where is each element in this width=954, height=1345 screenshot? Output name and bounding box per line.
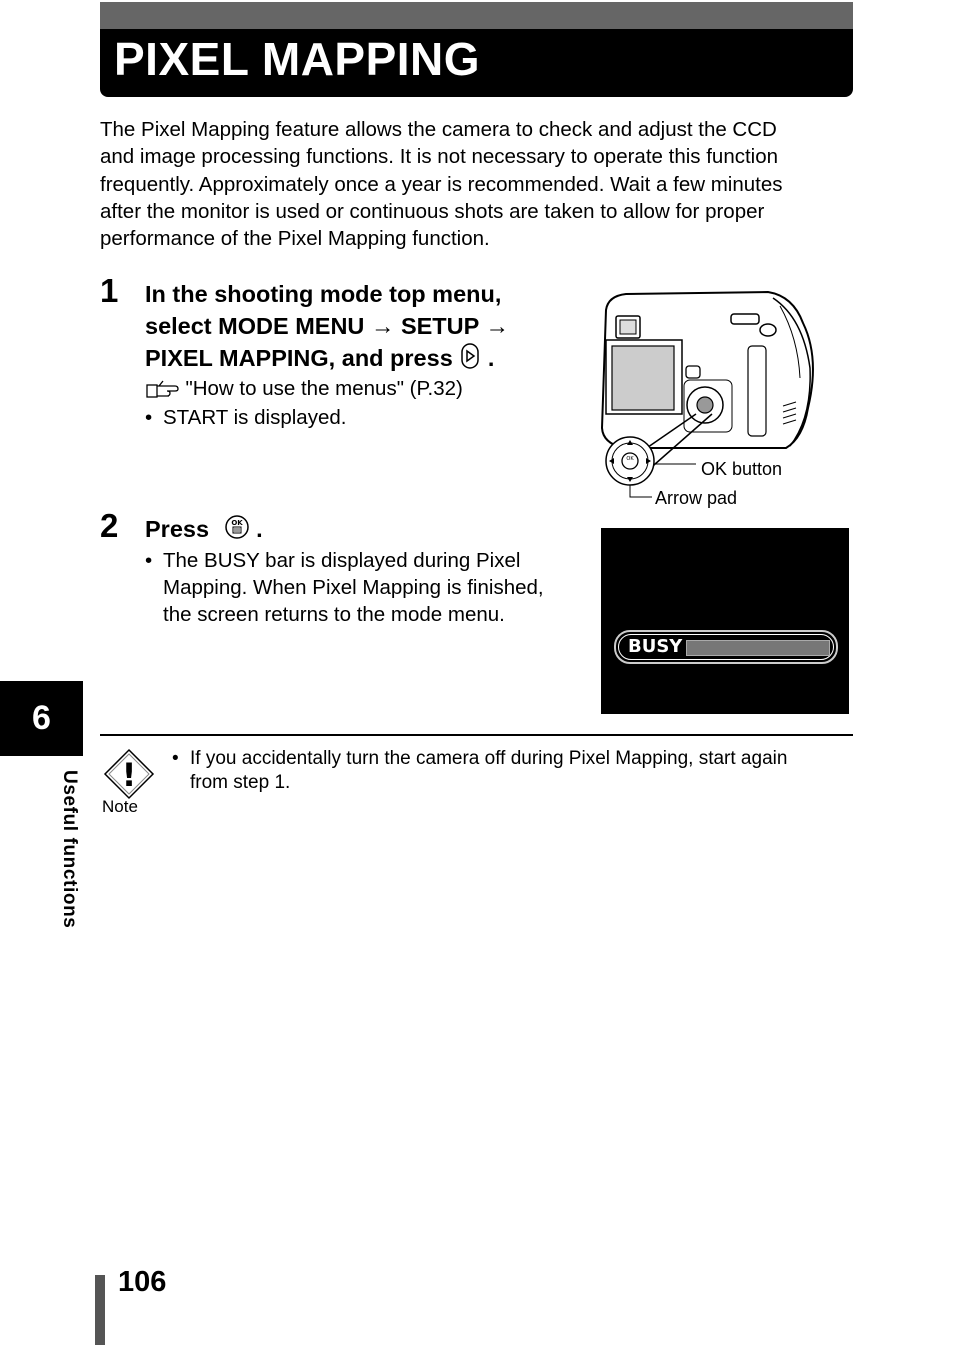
step-1-heading-line: In the shooting mode top menu, xyxy=(145,281,502,307)
note-bullet: • If you accidentally turn the camera of… xyxy=(172,747,862,797)
step-2-bullet-line: the screen returns to the mode menu. xyxy=(163,603,505,626)
page-number-bar xyxy=(95,1275,105,1345)
step-1-heading-end: . xyxy=(487,345,495,372)
step-1-reference: "How to use the menus" (P.32) xyxy=(145,375,463,404)
step-1-heading-line: PIXEL MAPPING, and press . xyxy=(145,342,509,378)
camera-screen: BUSY xyxy=(601,528,849,714)
step-2-number: 2 xyxy=(100,507,119,544)
busy-bar: BUSY xyxy=(614,630,838,664)
intro-line: frequently. Approximately once a year is… xyxy=(100,172,783,196)
ok-button-label: OK button xyxy=(701,459,783,479)
note-bullet-line: from step 1. xyxy=(190,772,291,793)
step-1-heading-line: select MODE MENU → SETUP → xyxy=(145,313,509,339)
camera-illustration: OK xyxy=(600,290,814,493)
intro-line: performance of the Pixel Mapping functio… xyxy=(100,227,490,251)
page-title: PIXEL MAPPING xyxy=(114,33,481,85)
step-1-bullet-text: START is displayed. xyxy=(163,406,347,429)
title-bar: PIXEL MAPPING xyxy=(100,2,853,97)
note-bullet-line: If you accidentally turn the camera off … xyxy=(190,748,788,769)
chapter-number: 6 xyxy=(32,699,51,737)
note-label: Note xyxy=(102,797,138,816)
chapter-tab: 6 xyxy=(0,681,83,756)
step-1-reference-text: "How to use the menus" (P.32) xyxy=(185,377,463,400)
step-2-bullet-line: The BUSY bar is displayed during Pixel xyxy=(163,549,521,572)
bullet-dot: • xyxy=(145,549,153,572)
title-stripe xyxy=(100,2,853,29)
ok-button-icon: OK xyxy=(224,513,250,549)
busy-progress-track xyxy=(686,640,830,656)
note-bullet-text: If you accidentally turn the camera off … xyxy=(190,747,787,795)
intro-line: and image processing functions. It is no… xyxy=(100,145,779,169)
intro-line: after the monitor is used or continuous … xyxy=(100,199,765,223)
intro-line: The Pixel Mapping feature allows the cam… xyxy=(100,118,777,141)
intro-paragraph: The Pixel Mapping feature allows the cam… xyxy=(100,116,860,252)
step-1-bullet: • START is displayed. xyxy=(145,404,545,432)
step-1-number: 1 xyxy=(100,272,119,309)
arrow-pad-leader xyxy=(629,488,652,498)
step-2-bullet: • The BUSY bar is displayed during Pixel… xyxy=(145,547,585,631)
arrow-pad-label: Arrow pad xyxy=(655,488,738,508)
busy-label: BUSY xyxy=(628,636,683,657)
ok-glyph: OK xyxy=(626,456,634,462)
step-2-bullet-line: Mapping. When Pixel Mapping is finished, xyxy=(163,576,544,599)
bullet-dot: • xyxy=(172,748,179,769)
step-2-heading-end: . xyxy=(256,516,263,543)
step-2-bullet-text: The BUSY bar is displayed during Pixel M… xyxy=(163,547,544,628)
note-warning-icon: ! xyxy=(103,748,155,800)
note-icon-glyph: ! xyxy=(122,756,137,794)
pointing-hand-icon xyxy=(145,377,181,404)
chapter-label: Useful functions xyxy=(59,770,80,929)
bullet-dot: • xyxy=(145,406,153,429)
step-2-heading-text: Press xyxy=(145,516,210,543)
page-number: 106 xyxy=(118,1266,167,1298)
step-2-heading: Press OK . xyxy=(145,513,263,549)
arrow-right-button-icon xyxy=(459,342,481,378)
step-1-heading-line-text: PIXEL MAPPING, and press xyxy=(145,345,453,372)
ok-icon-glyph: OK xyxy=(231,519,243,527)
step-1-heading: In the shooting mode top menu, select MO… xyxy=(145,278,509,378)
note-divider xyxy=(100,734,853,736)
